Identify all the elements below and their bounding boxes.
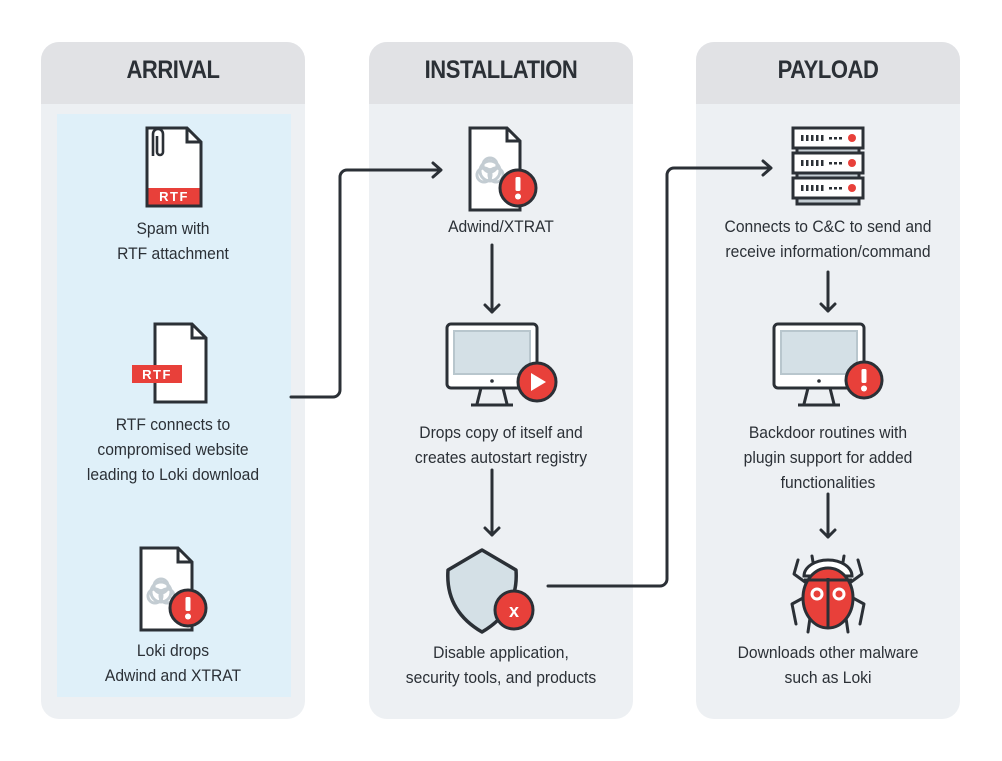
step-label: Spam with (136, 219, 210, 238)
step-disable-security: x Disable application, security tools, a… (369, 548, 633, 690)
step-label: RTF attachment (117, 244, 229, 263)
x-badge-text: x (509, 601, 519, 621)
monitor-play-icon (445, 322, 558, 407)
step-loki-drops: Loki drops Adwind and XTRAT (41, 544, 305, 688)
panel-title: INSTALLATION (424, 56, 578, 84)
panel-header: PAYLOAD (696, 42, 960, 104)
step-label: security tools, and products (405, 668, 597, 687)
step-label: such as Loki (784, 668, 872, 687)
step-downloads-malware: Downloads other malware such as Loki (696, 548, 960, 690)
panel-installation: INSTALLATION Adwind/XTRAT Drops copy of … (369, 42, 633, 719)
step-label: Adwind and XTRAT (104, 666, 242, 685)
rtf-attachment-file-icon: RTF (145, 126, 203, 208)
panel-payload: PAYLOAD Conne (696, 42, 960, 719)
step-label: receive information/command (725, 242, 931, 261)
step-label: creates autostart registry (414, 448, 588, 467)
step-adwind-xtrat: Adwind/XTRAT (369, 126, 633, 239)
panel-title: ARRIVAL (126, 56, 220, 84)
step-spam-rtf-attachment: RTF Spam with RTF attachment (41, 124, 305, 266)
step-label: Drops copy of itself and (419, 423, 583, 442)
rtf-file-icon: RTF (132, 322, 208, 404)
shield-x-icon: x (446, 548, 535, 634)
server-rack-icon (791, 126, 865, 206)
step-label: Connects to C&C to send and (724, 217, 932, 236)
panel-arrival: ARRIVAL RTF Spam with RTF attachment RTF… (41, 42, 305, 719)
panel-header: ARRIVAL (41, 42, 305, 104)
biohazard-file-alert-icon (139, 546, 208, 632)
step-label: Disable application, (433, 643, 569, 662)
step-label: compromised website (97, 440, 249, 459)
monitor-alert-icon (772, 322, 884, 407)
step-label: Backdoor routines with (748, 423, 908, 442)
rtf-badge-text: RTF (159, 189, 189, 204)
step-rtf-connects: RTF RTF connects to compromised website … (41, 320, 305, 487)
rtf-badge-text: RTF (142, 367, 172, 382)
step-label: plugin support for added (743, 448, 913, 467)
step-label: RTF connects to (115, 415, 231, 434)
step-connects-cnc: Connects to C&C to send and receive info… (696, 126, 960, 264)
step-drops-copy: Drops copy of itself and creates autosta… (369, 322, 633, 470)
biohazard-file-alert-icon (468, 126, 538, 212)
step-backdoor-routines: Backdoor routines with plugin support fo… (696, 322, 960, 495)
step-label: Adwind/XTRAT (448, 217, 554, 236)
step-label: Downloads other malware (737, 643, 919, 662)
bug-icon (790, 554, 866, 634)
panel-header: INSTALLATION (369, 42, 633, 104)
step-label: leading to Loki download (86, 465, 260, 484)
panel-title: PAYLOAD (777, 56, 879, 84)
step-label: functionalities (780, 473, 876, 492)
step-label: Loki drops (136, 641, 210, 660)
